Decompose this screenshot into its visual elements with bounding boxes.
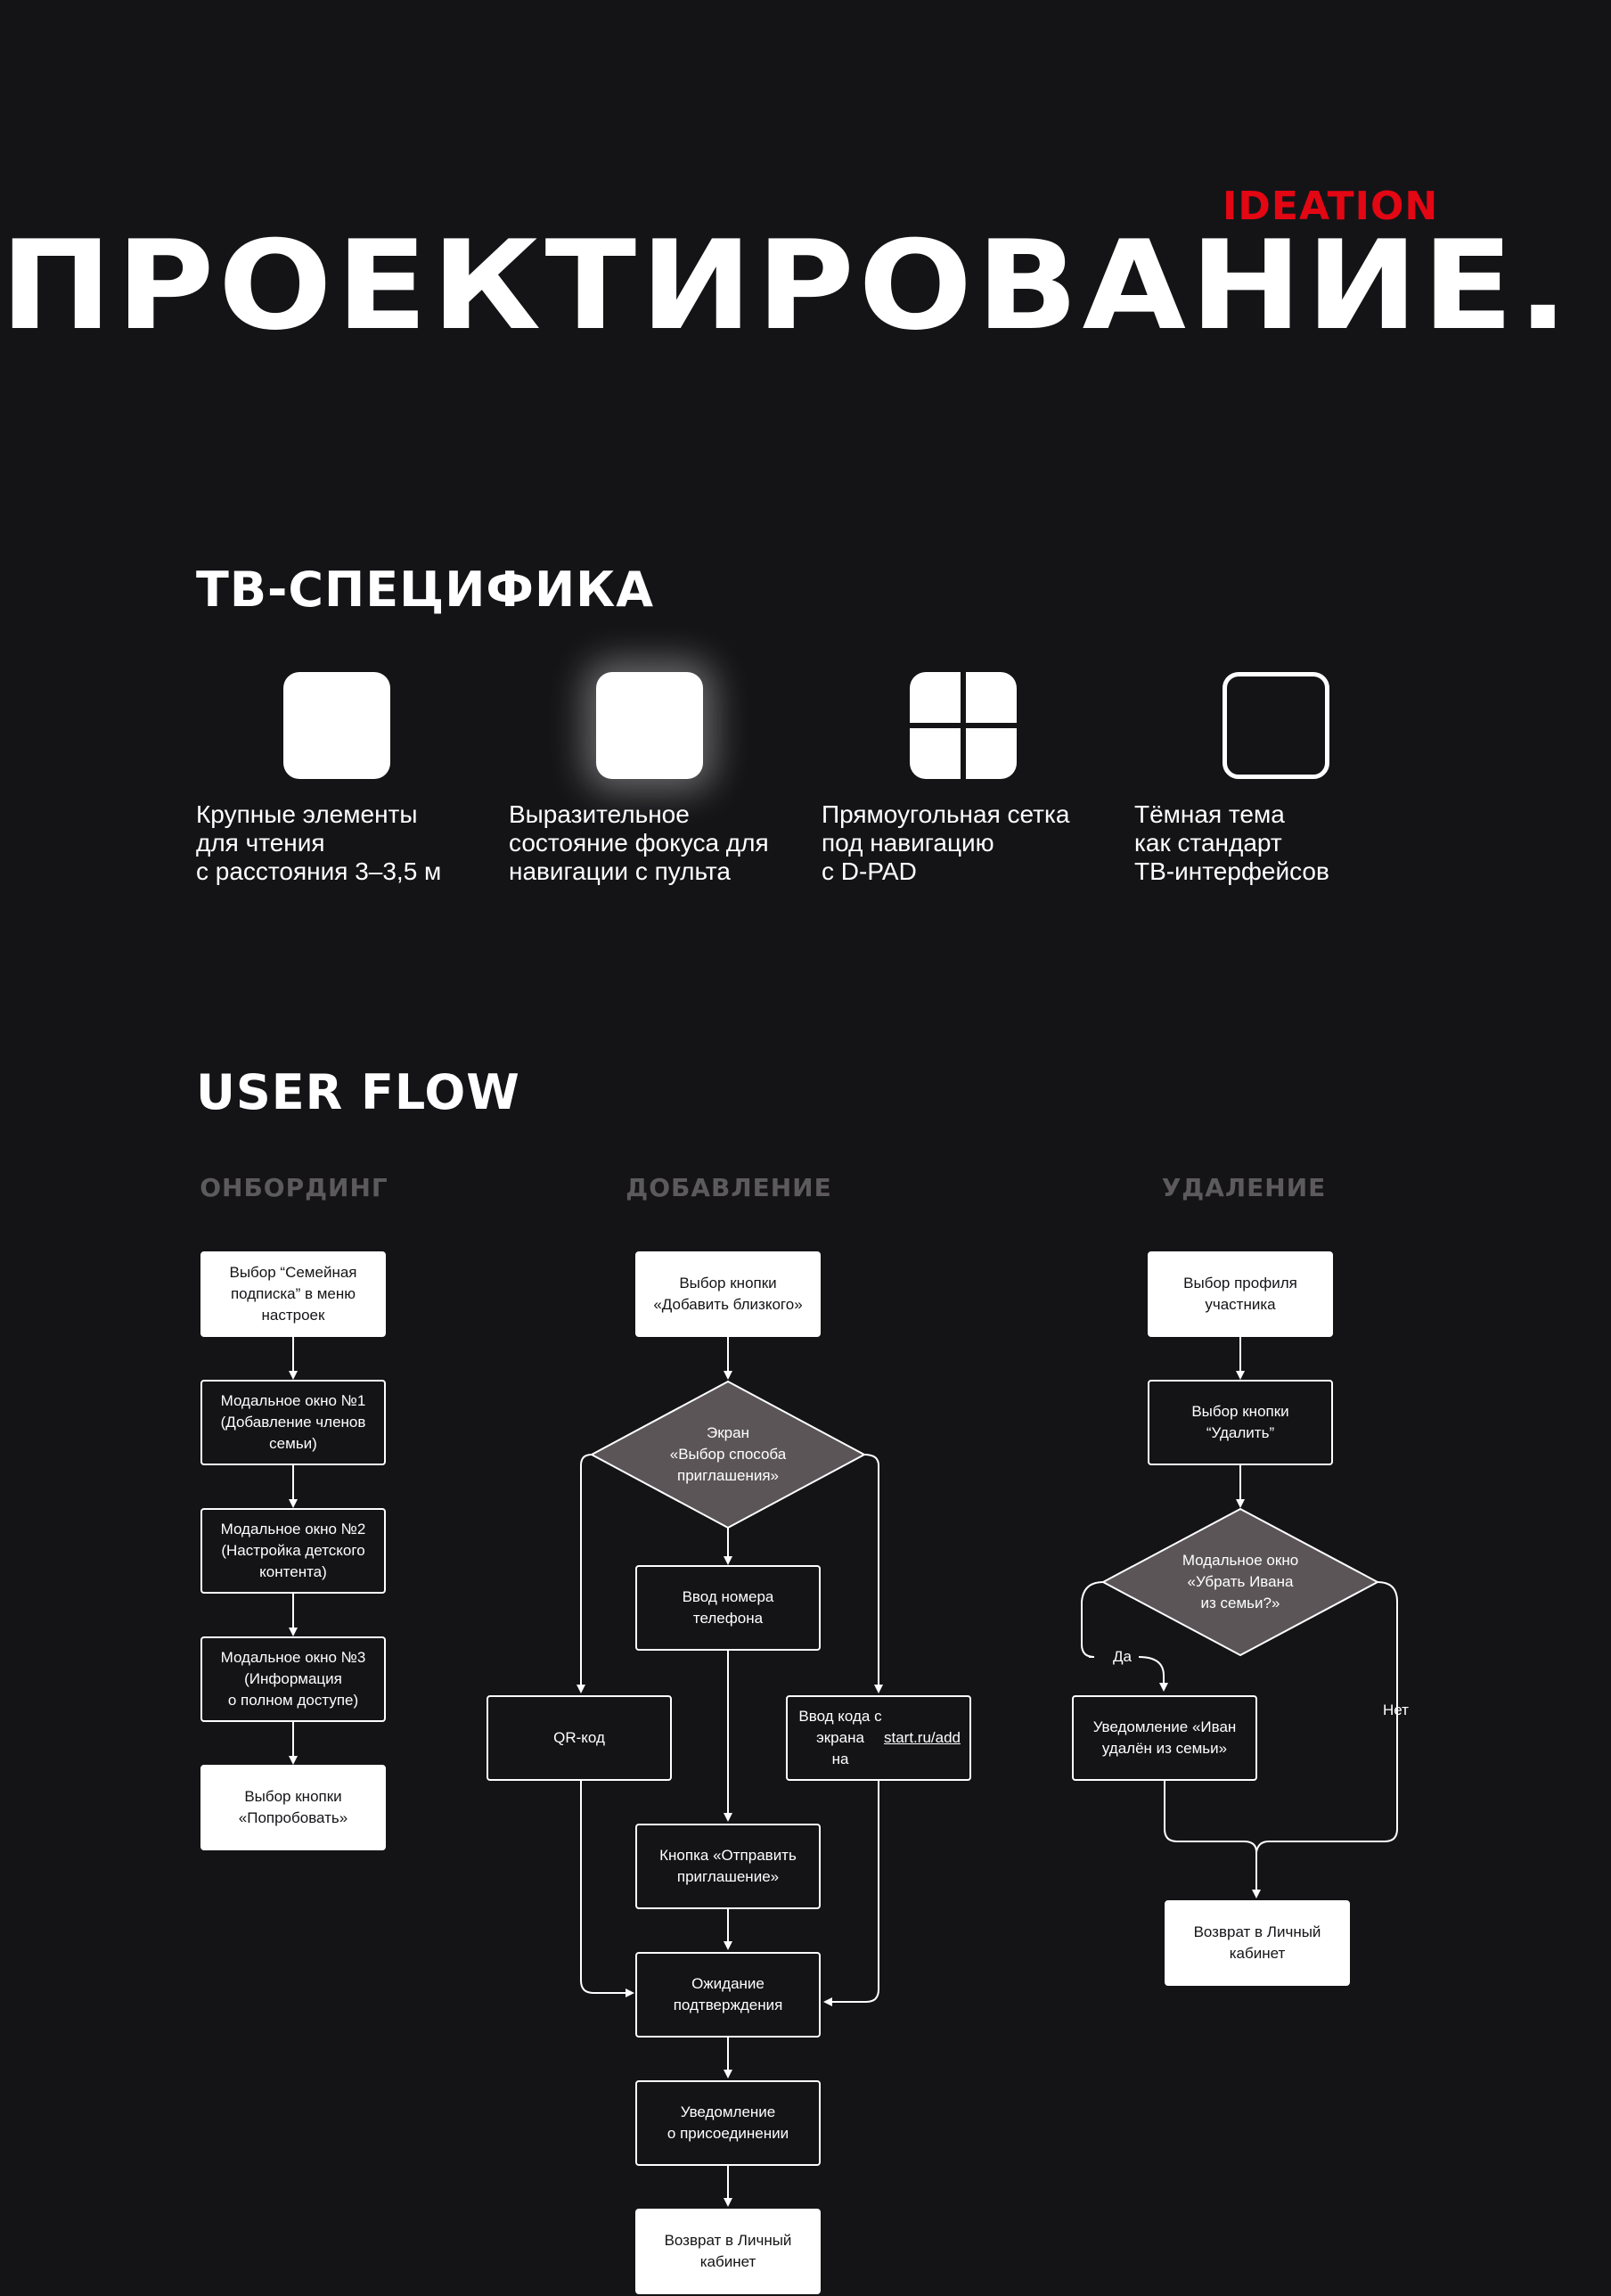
adding-step-return: Возврат в Личный кабинет (635, 2209, 821, 2294)
onboarding-step-modal-2: Модальное окно №2 (Настройка детского ко… (200, 1508, 386, 1594)
arrow-rem-no (1255, 1581, 1398, 1853)
onboarding-column-title: ОНБОРДИНГ (200, 1173, 388, 1202)
tv-specifics-title: ТВ-СПЕЦИФИКА (196, 562, 655, 618)
arrow-add-qr-wait (580, 1781, 634, 1997)
adding-step-notify: Уведомление о присоединении (635, 2080, 821, 2166)
section-kicker: IDEATION (1223, 184, 1439, 229)
outline-square-icon (1223, 672, 1329, 779)
confirm-removal-decision-shape (1100, 1507, 1380, 1657)
adding-step-add-relative: Выбор кнопки «Добавить близкого» (635, 1251, 821, 1337)
onboarding-step-modal-3: Модальное окно №3 (Информация о полном д… (200, 1636, 386, 1722)
grid-square-icon (910, 672, 1017, 779)
removal-step-select-profile: Выбор профиля участника (1148, 1251, 1333, 1337)
adding-step-code: Ввод кода с экрана на start.ru/add (786, 1695, 971, 1781)
arrow-rem-yes (1081, 1581, 1104, 1658)
arrow-add-qr (577, 1454, 593, 1693)
removal-no-label: Нет (1383, 1702, 1409, 1718)
removal-yes-label: Да (1113, 1648, 1132, 1665)
removal-decision-label: Модальное окно «Убрать Ивана из семьи?» (1182, 1552, 1299, 1611)
removal-column-title: УДАЛЕНИЕ (1161, 1173, 1327, 1202)
start-add-link[interactable]: start.ru/add (884, 1729, 961, 1746)
glowing-square-icon (596, 672, 703, 779)
feature-text-large-elements: Крупные элементы для чтения с расстояния… (196, 800, 442, 885)
adding-step-waiting: Ожидание подтверждения (635, 1952, 821, 2038)
feature-text-dark-theme: Тёмная тема как стандарт ТВ-интерфейсов (1134, 800, 1329, 885)
adding-code-text: Ввод кода с экрана на (798, 1708, 882, 1767)
adding-decision-label: Экран «Выбор способа приглашения» (669, 1424, 787, 1484)
arrow-rem-notify (1164, 1781, 1261, 1898)
page-title: ПРОЕКТИРОВАНИЕ. (0, 214, 1573, 357)
adding-step-qr: QR-код (487, 1695, 672, 1781)
adding-column-title: ДОБАВЛЕНИЕ (626, 1173, 832, 1202)
onboarding-step-family-subscription: Выбор “Семейная подписка” в меню настрое… (200, 1251, 386, 1337)
invite-method-decision-shape (589, 1380, 867, 1529)
adding-step-send-invite: Кнопка «Отправить приглашение» (635, 1824, 821, 1909)
adding-step-phone: Ввод номера телефона (635, 1565, 821, 1651)
removal-step-delete-button: Выбор кнопки “Удалить” (1148, 1380, 1333, 1465)
onboarding-step-try-button: Выбор кнопки «Попробовать» (200, 1765, 386, 1850)
filled-square-icon (283, 672, 390, 779)
feature-text-grid: Прямоугольная сетка под навигацию с D-PA… (822, 800, 1070, 885)
removal-step-return: Возврат в Личный кабинет (1165, 1900, 1350, 1986)
arrow-add-code (863, 1454, 883, 1693)
onboarding-step-modal-1: Модальное окно №1 (Добавление членов сем… (200, 1380, 386, 1465)
arrow-rem-yes-2 (1138, 1656, 1168, 1692)
removal-step-notify: Уведомление «Иван удалён из семьи» (1072, 1695, 1257, 1781)
feature-text-focus-state: Выразительное состояние фокуса для навиг… (509, 800, 769, 885)
user-flow-title: USER FLOW (196, 1064, 520, 1120)
arrow-add-code-wait (823, 1781, 879, 2006)
